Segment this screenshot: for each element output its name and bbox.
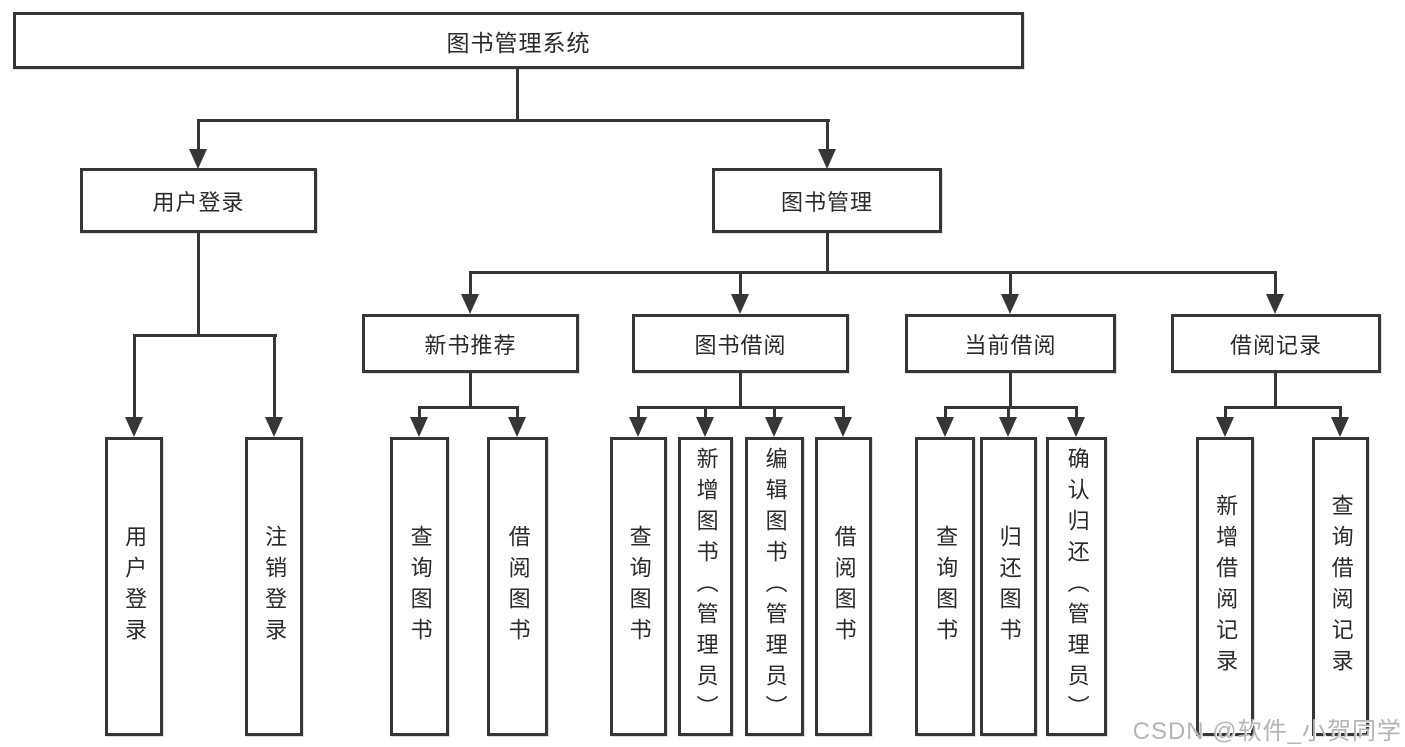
leaf-current-return-books-label: 归还图书 [996,524,1022,649]
leaf-borrow-add-books-admin-label: 新增图书（管理员） [693,447,719,726]
connector-root-hline [197,119,830,122]
node-records: 借阅记录 [1171,314,1381,373]
node-user-login-label: 用户登录 [152,189,245,215]
node-records-label: 借阅记录 [1229,332,1322,358]
leaf-borrow-query-books-label: 查询图书 [626,524,652,649]
leaf-records-query-record-label: 查询借阅记录 [1328,493,1354,680]
connector-drop-recd-add [1224,406,1227,419]
csdn-watermark: CSDN @软件_小贺同学 [1132,718,1402,745]
connector-drop-rec-query [418,406,421,419]
leaf-recommend-query-books: 查询图书 [390,437,449,736]
connector-records-stem [1274,373,1277,408]
leaf-borrow-edit-books-admin: 编辑图书（管理员） [745,437,804,736]
leaf-user-login-label: 用户登录 [122,524,148,649]
leaf-records-add-record-label: 新增借阅记录 [1213,493,1239,680]
node-current-label: 当前借阅 [964,332,1057,358]
leaf-current-confirm-return-admin: 确认归还（管理员） [1046,437,1107,736]
arrowhead-down-bor-borrow-icon [834,417,852,437]
arrowhead-down-cur-confirm-icon [1067,417,1085,437]
connector-drop-bor-borrow [842,406,845,419]
connector-root-stem [516,69,519,120]
connector-drop-leaf-logout [273,334,276,418]
connector-mgmt-hline [469,271,1277,274]
node-book-mgmt: 图书管理 [712,168,942,233]
connector-user-hline [133,334,277,337]
connector-records-hline [1224,406,1342,409]
leaf-logout: 注销登录 [245,437,303,736]
connector-drop-rec-borrow [516,406,519,419]
connector-drop-cur-confirm [1075,406,1078,419]
arrowhead-down-recd-add-icon [1216,417,1234,437]
connector-drop-user-login [197,119,200,151]
node-root-label: 图书管理系统 [446,29,591,56]
leaf-current-confirm-return-admin-label: 确认归还（管理员） [1064,447,1090,726]
connector-mgmt-stem [826,233,829,273]
connector-drop-leaf-user-login [133,334,136,418]
node-recommend: 新书推荐 [362,314,579,373]
arrowhead-down-bor-query-icon [629,417,647,437]
arrowhead-down-recommend-icon [461,294,479,314]
connector-recommend-hline [418,406,519,409]
leaf-borrow-add-books-admin: 新增图书（管理员） [678,437,733,736]
leaf-current-query-books: 查询图书 [915,437,975,736]
leaf-records-add-record: 新增借阅记录 [1196,437,1254,736]
connector-drop-records [1274,271,1277,296]
node-user-login: 用户登录 [80,168,317,233]
node-borrow: 图书借阅 [632,314,849,373]
leaf-records-query-record: 查询借阅记录 [1312,437,1369,736]
connector-current-stem [1009,373,1012,408]
node-root: 图书管理系统 [13,12,1024,69]
arrowhead-down-current-icon [1001,294,1019,314]
arrowhead-down-book-mgmt-icon [818,149,836,169]
connector-drop-bor-query [637,406,640,419]
leaf-recommend-query-books-label: 查询图书 [407,524,433,649]
leaf-borrow-query-books: 查询图书 [610,437,667,736]
leaf-recommend-borrow-books: 借阅图书 [487,437,548,736]
arrowhead-down-records-icon [1266,294,1284,314]
connector-user-stem [197,233,200,336]
leaf-logout-label: 注销登录 [262,524,288,649]
arrowhead-down-user-login-icon [189,149,207,169]
leaf-borrow-edit-books-admin-label: 编辑图书（管理员） [762,447,788,726]
connector-current-hline [944,406,1078,409]
connector-drop-borrow [739,271,742,296]
arrowhead-down-leaf-user-login-icon [125,417,143,437]
arrowhead-down-cur-return-icon [999,417,1017,437]
connector-drop-current [1009,271,1012,296]
node-current: 当前借阅 [905,314,1116,373]
leaf-current-return-books: 归还图书 [980,437,1037,736]
node-book-mgmt-label: 图书管理 [780,189,873,215]
arrowhead-down-bor-add-icon [696,417,714,437]
arrowhead-down-cur-query-icon [936,417,954,437]
arrowhead-down-rec-borrow-icon [508,417,526,437]
node-borrow-label: 图书借阅 [694,332,787,358]
connector-drop-book-mgmt [826,119,829,151]
connector-drop-cur-query [944,406,947,419]
arrowhead-down-bor-edit-icon [765,417,783,437]
arrowhead-down-recd-query-icon [1331,417,1349,437]
connector-drop-cur-return [1007,406,1010,419]
node-recommend-label: 新书推荐 [424,332,517,358]
connector-drop-bor-add [704,406,707,419]
arrowhead-down-rec-query-icon [410,417,428,437]
leaf-current-query-books-label: 查询图书 [933,524,959,649]
connector-drop-bor-edit [773,406,776,419]
connector-recommend-stem [469,373,472,408]
leaf-user-login: 用户登录 [105,437,163,736]
leaf-borrow-borrow-books-label: 借阅图书 [831,524,857,649]
leaf-borrow-borrow-books: 借阅图书 [815,437,872,736]
connector-borrow-stem [739,373,742,408]
connector-drop-recd-query [1339,406,1342,419]
connector-borrow-hline [637,406,845,409]
leaf-recommend-borrow-books-label: 借阅图书 [505,524,531,649]
arrowhead-down-leaf-logout-icon [265,417,283,437]
connector-drop-recommend [469,271,472,296]
arrowhead-down-borrow-icon [731,294,749,314]
